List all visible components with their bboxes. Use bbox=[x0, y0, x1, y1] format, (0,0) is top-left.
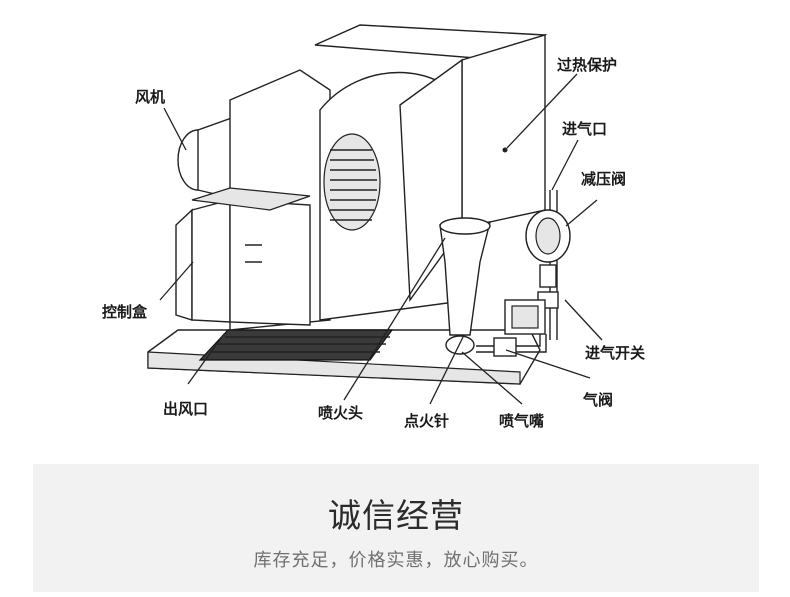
combustion-box bbox=[314, 24, 548, 303]
banner-title: 诚信经营 bbox=[328, 496, 464, 535]
banner-subtitle: 库存充足，价格实惠，放心购买。 bbox=[253, 550, 539, 571]
nozzle-head bbox=[439, 217, 491, 355]
label-igniter: 点火针 bbox=[404, 412, 450, 430]
label-fan: 风机 bbox=[135, 88, 166, 106]
outlet-grille bbox=[198, 329, 394, 361]
label-overheat: 过热保护 bbox=[557, 56, 618, 74]
control-box bbox=[175, 187, 311, 326]
label-gas-switch: 进气开关 bbox=[585, 344, 646, 362]
gas-train bbox=[476, 190, 571, 357]
label-gas-nozzle: 喷气嘴 bbox=[499, 412, 545, 430]
burner-diagram bbox=[147, 24, 603, 405]
label-gas-valve: 气阀 bbox=[583, 391, 614, 409]
leader-lines bbox=[159, 73, 603, 405]
label-control-box: 控制盒 bbox=[102, 303, 148, 321]
label-nozzle-head: 喷火头 bbox=[318, 404, 364, 422]
label-reducer: 减压阀 bbox=[581, 170, 627, 188]
label-outlet: 出风口 bbox=[163, 400, 209, 418]
promo-banner: 诚信经营 库存充足，价格实惠，放心购买。 bbox=[33, 464, 759, 592]
label-inlet: 进气口 bbox=[562, 120, 608, 138]
